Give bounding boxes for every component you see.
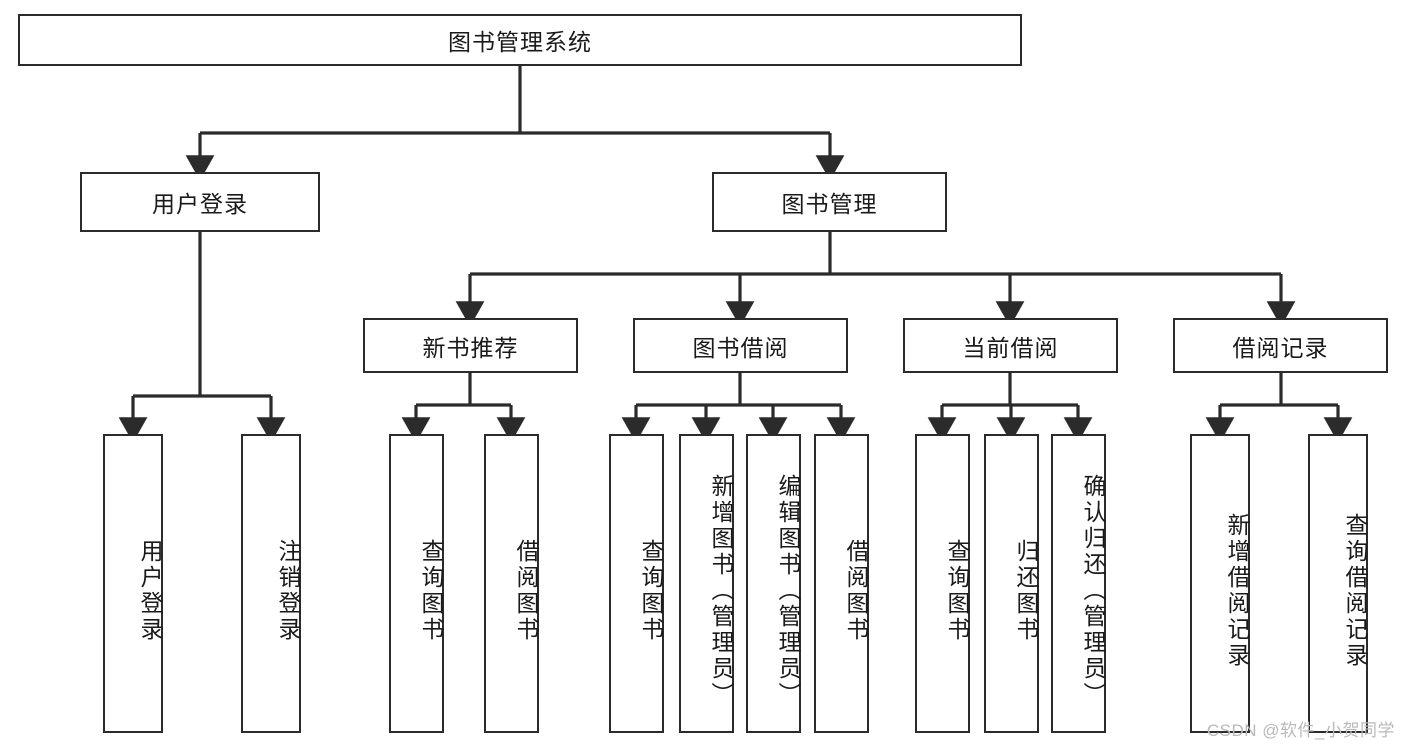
leaf-query-book-borrow-label: 查询图书 (638, 538, 664, 643)
node-user-login[interactable]: 用户登录 (80, 172, 320, 232)
node-current-borrow-label: 当前借阅 (962, 334, 1059, 361)
node-root[interactable]: 图书管理系统 (18, 14, 1022, 66)
node-book-management-label: 图书管理 (781, 191, 878, 217)
watermark: CSDN @软件_小贺同学 (1206, 721, 1395, 740)
leaf-edit-book-admin[interactable]: 编辑图书（管理员） (746, 434, 801, 733)
node-current-borrow[interactable]: 当前借阅 (903, 318, 1118, 373)
leaf-confirm-return-admin[interactable]: 确认归还（管理员） (1051, 434, 1106, 733)
node-new-book-recommend[interactable]: 新书推荐 (363, 318, 578, 373)
leaf-user-login-label: 用户登录 (137, 538, 163, 643)
leaf-add-book-admin[interactable]: 新增图书（管理员） (679, 434, 734, 733)
leaf-confirm-return-admin-label: 确认归还（管理员） (1080, 473, 1106, 708)
leaf-query-book-recommend-label: 查询图书 (418, 538, 444, 643)
node-book-borrow-label: 图书借阅 (692, 334, 789, 361)
leaf-query-book-current[interactable]: 查询图书 (915, 434, 970, 733)
leaf-return-book[interactable]: 归还图书 (984, 434, 1039, 733)
leaf-logout[interactable]: 注销登录 (241, 434, 301, 733)
leaf-query-book-borrow[interactable]: 查询图书 (609, 434, 664, 733)
node-new-book-recommend-label: 新书推荐 (422, 334, 519, 361)
leaf-user-login[interactable]: 用户登录 (103, 434, 163, 733)
leaf-edit-book-admin-label: 编辑图书（管理员） (775, 473, 801, 708)
leaf-add-borrow-record-label: 新增借阅记录 (1224, 512, 1250, 669)
node-user-login-label: 用户登录 (152, 191, 248, 217)
leaf-borrow-book-recommend-label: 借阅图书 (513, 538, 539, 643)
leaf-borrow-book-label: 借阅图书 (843, 538, 869, 643)
leaf-logout-label: 注销登录 (275, 538, 301, 643)
leaf-borrow-book-recommend[interactable]: 借阅图书 (484, 434, 539, 733)
node-book-borrow[interactable]: 图书借阅 (633, 318, 848, 373)
leaf-query-borrow-record[interactable]: 查询借阅记录 (1308, 434, 1368, 733)
leaf-return-book-label: 归还图书 (1013, 538, 1039, 643)
leaf-borrow-book[interactable]: 借阅图书 (814, 434, 869, 733)
node-borrow-record-label: 借阅记录 (1232, 334, 1329, 361)
leaf-query-book-recommend[interactable]: 查询图书 (389, 434, 444, 733)
leaf-query-borrow-record-label: 查询借阅记录 (1342, 512, 1368, 669)
leaf-add-book-admin-label: 新增图书（管理员） (708, 473, 734, 708)
node-book-management[interactable]: 图书管理 (712, 172, 947, 232)
leaf-add-borrow-record[interactable]: 新增借阅记录 (1190, 434, 1250, 733)
leaf-query-book-current-label: 查询图书 (944, 538, 970, 643)
node-borrow-record[interactable]: 借阅记录 (1173, 318, 1388, 373)
node-root-label: 图书管理系统 (448, 29, 592, 55)
